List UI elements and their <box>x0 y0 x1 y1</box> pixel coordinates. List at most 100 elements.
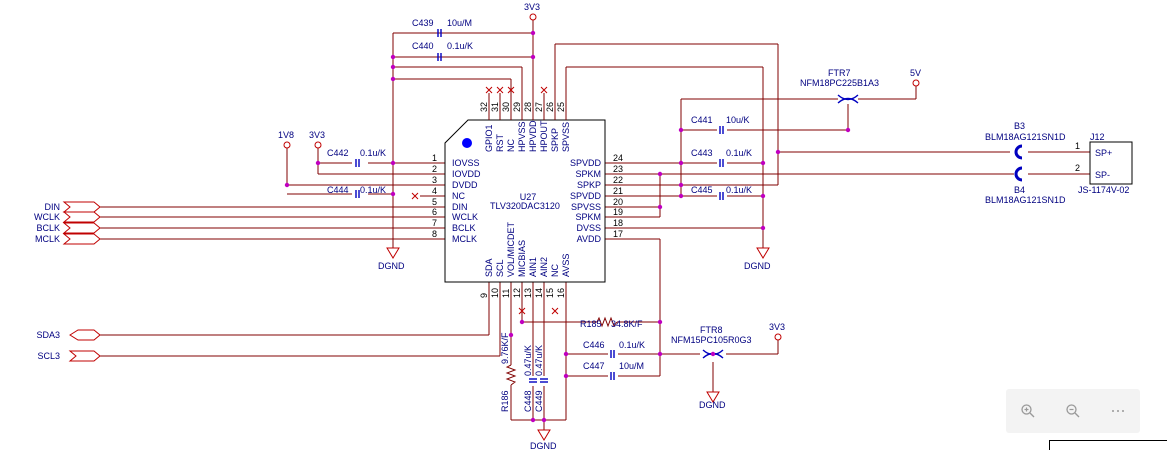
svg-text:0.1u/K: 0.1u/K <box>447 41 473 51</box>
pin-name: IOVSS <box>452 158 480 168</box>
svg-text:C449: C449 <box>534 390 544 412</box>
pin-name: SPKP <box>577 180 601 190</box>
pin-number: 15 <box>545 288 555 298</box>
pin-name: MCLK <box>452 234 477 244</box>
zoom-toolbar <box>1006 389 1140 433</box>
pin-number: 17 <box>613 229 623 239</box>
capacitors: C439 10u/M C440 0.1u/K C442 0.1u/K C444 … <box>327 18 752 412</box>
svg-text:9.76K/F: 9.76K/F <box>500 332 510 364</box>
dgnd-ftr8: DGND <box>699 391 726 410</box>
svg-text:10u/K: 10u/K <box>726 115 750 125</box>
connector-j12: J12 JS-1174V-02 1 2 SP+ SP- <box>1075 132 1133 195</box>
power-3v3-left: 3V3 <box>309 130 325 149</box>
cap-c448: C448 0.47u/K <box>523 345 537 412</box>
pin-name: NC <box>550 264 560 277</box>
svg-text:SP+: SP+ <box>1095 148 1112 158</box>
svg-text:C446: C446 <box>583 340 605 350</box>
svg-text:C447: C447 <box>583 361 605 371</box>
svg-text:FTR7: FTR7 <box>828 68 851 78</box>
svg-text:0.1u/K: 0.1u/K <box>360 185 386 195</box>
res-r186: R186 9.76K/F <box>500 332 517 412</box>
svg-text:MCLK: MCLK <box>35 234 60 244</box>
cap-c440: C440 0.1u/K <box>412 41 473 61</box>
cap-c444: C444 0.1u/K <box>327 185 386 198</box>
pin-number: 30 <box>501 102 511 112</box>
svg-text:0.47u/K: 0.47u/K <box>523 345 533 376</box>
pin-number: 13 <box>523 288 533 298</box>
pin-name: DVSS <box>576 223 601 233</box>
port-mclk: MCLK <box>35 233 101 245</box>
svg-text:R185: R185 <box>580 319 602 329</box>
pin-number: 18 <box>613 218 623 228</box>
pin-name: GPIO1 <box>484 124 494 152</box>
frame-corner <box>1049 440 1167 450</box>
zoom-in-icon[interactable] <box>1013 396 1043 426</box>
pin-number: 14 <box>534 288 544 298</box>
ic-part: TLV320DAC3120 <box>490 201 560 211</box>
pin-number: 2 <box>432 164 437 174</box>
pin-name: NC <box>452 191 465 201</box>
pin-name: NC <box>506 139 516 152</box>
cap-c441: C441 10u/K <box>691 115 750 134</box>
pin-name: SDA <box>484 258 494 277</box>
svg-text:NFM18PC225B1A3: NFM18PC225B1A3 <box>800 78 879 88</box>
port-din: DIN <box>45 201 101 213</box>
svg-text:DGND: DGND <box>530 441 557 449</box>
svg-text:3V3: 3V3 <box>769 322 785 332</box>
svg-text:0.1u/K: 0.1u/K <box>726 148 752 158</box>
svg-text:3V3: 3V3 <box>524 2 540 12</box>
pin-name: SPVSS <box>561 122 571 152</box>
dgnd-left: DGND <box>378 247 405 271</box>
pin-number: 22 <box>613 175 623 185</box>
ic-ref: U27 <box>520 192 537 202</box>
svg-text:DGND: DGND <box>744 261 771 271</box>
pin-name: MICBIAS <box>517 240 527 277</box>
pin-name: HPOUT <box>539 120 549 152</box>
pin-number: 28 <box>523 102 533 112</box>
pin-name: HPVDD <box>528 120 538 152</box>
pin-name: WCLK <box>452 212 478 222</box>
pin-number: 7 <box>432 218 437 228</box>
svg-text:SDA3: SDA3 <box>36 330 60 340</box>
svg-text:WCLK: WCLK <box>34 212 60 222</box>
cap-c446: C446 0.1u/K <box>583 340 645 358</box>
pin-name: SCL <box>495 259 505 277</box>
pin-name: IOVDD <box>452 169 481 179</box>
port-sda3: SDA3 <box>36 329 101 341</box>
svg-text:DGND: DGND <box>699 400 726 410</box>
pin-name: HPVSS <box>517 121 527 152</box>
ferrites: FTR7 NFM18PC225B1A3 FTR8 NFM15PC105R0G3 … <box>671 68 1066 359</box>
power-3v3-top: 3V3 <box>524 2 540 21</box>
svg-text:C441: C441 <box>691 115 713 125</box>
svg-text:BCLK: BCLK <box>36 223 60 233</box>
pin-number: 27 <box>534 102 544 112</box>
pin-number: 1 <box>432 153 437 163</box>
svg-text:JS-1174V-02: JS-1174V-02 <box>1078 185 1129 195</box>
more-icon[interactable] <box>1103 396 1133 426</box>
pin-number: 32 <box>479 102 489 112</box>
pin-name: AIN2 <box>539 257 549 277</box>
dgnd-bottom: DGND <box>530 429 557 449</box>
pin-name: AIN1 <box>528 257 538 277</box>
power-3v3-bottom: 3V3 <box>769 322 785 341</box>
pin-name: VOL/MICDET <box>506 221 516 277</box>
pin-number: 20 <box>613 197 623 207</box>
pin-number: 23 <box>613 164 623 174</box>
pin-number: 9 <box>479 293 489 298</box>
cap-c439: C439 10u/M <box>412 18 472 37</box>
svg-text:B3: B3 <box>1014 121 1025 131</box>
svg-text:C439: C439 <box>412 18 434 28</box>
zoom-out-icon[interactable] <box>1058 396 1088 426</box>
pin-name: SPKM <box>575 169 601 179</box>
svg-text:BLM18AG121SN1D: BLM18AG121SN1D <box>985 132 1066 142</box>
pin-number: 6 <box>432 207 437 217</box>
cap-c449: C449 0.47u/K <box>534 345 548 412</box>
port-scl3: SCL3 <box>37 350 101 362</box>
ferrite-b4: B4 BLM18AG121SN1D <box>985 166 1066 205</box>
power-symbols: 3V3 3V3 1V8 5V 3V3 <box>278 2 921 341</box>
ferrite-ftr7: FTR7 NFM18PC225B1A3 <box>800 68 879 104</box>
pin-name: RST <box>495 133 505 152</box>
svg-text:SP-: SP- <box>1095 170 1110 180</box>
svg-text:C444: C444 <box>327 185 349 195</box>
